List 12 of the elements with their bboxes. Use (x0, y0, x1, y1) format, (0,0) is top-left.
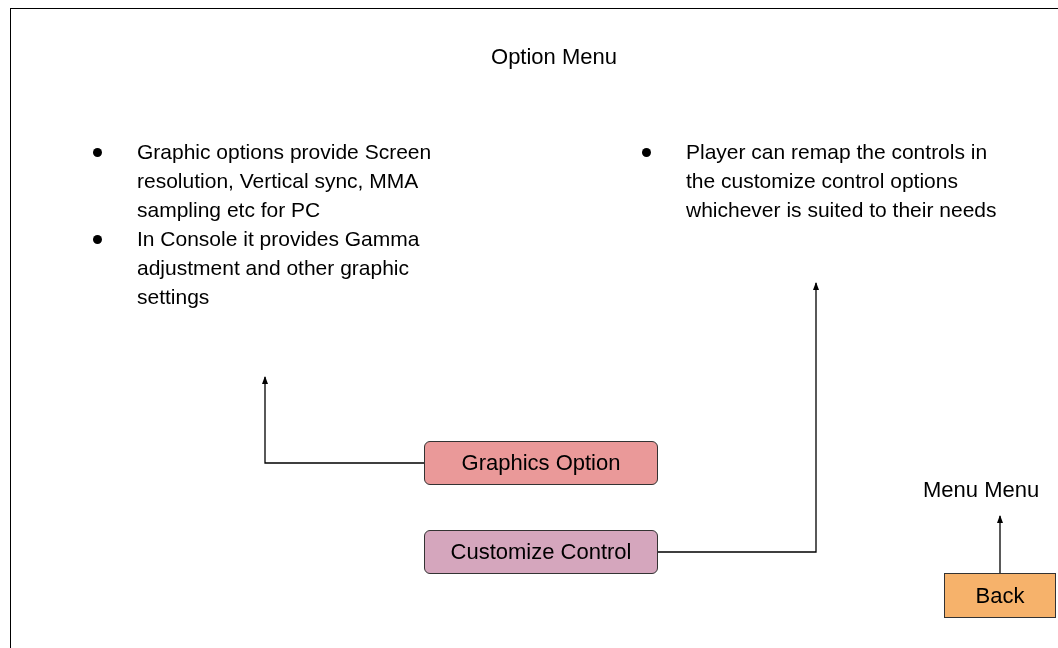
menu-option-box: Customize Control (424, 530, 658, 574)
menu-option-box: Graphics Option (424, 441, 658, 485)
screen-title: Option Menu (490, 44, 618, 70)
bullet-text: In Console it provides Gamma adjustment and other graphic settings (137, 227, 420, 308)
screen-label: Menu Menu (923, 477, 1041, 503)
bullet-text: Graphic options provide Screen resolution, Vertical sync, MMA sampling etc for PC (137, 140, 432, 221)
arrow (262, 376, 425, 464)
menu-option-box: Back (944, 573, 1056, 618)
arrow (997, 515, 1003, 574)
screen-frame (10, 8, 1058, 648)
bullet-text: Player can remap the controls in the customize control options whichever is suited to their needs (686, 140, 997, 221)
arrow (657, 282, 819, 553)
